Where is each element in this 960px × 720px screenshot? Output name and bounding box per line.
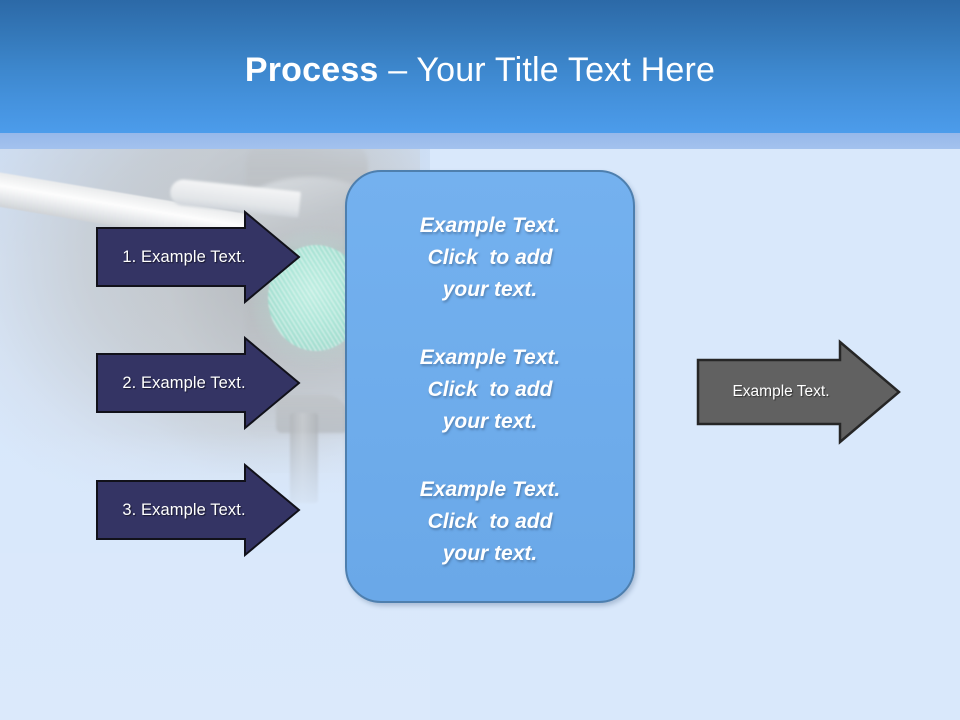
center-text-block-3: Example Text. Click to add your text. — [419, 478, 561, 565]
page-title: Process – Your Title Text Here — [0, 50, 960, 90]
step-arrow-3-shape — [96, 462, 301, 558]
step-arrow-2[interactable]: 2. Example Text. — [96, 335, 301, 431]
center-text-block-2: Example Text. Click to add your text. — [419, 346, 561, 433]
title-bar — [0, 0, 960, 133]
result-arrow-shape — [696, 339, 901, 445]
step-arrow-1-shape — [96, 209, 301, 305]
step-arrow-1[interactable]: 1. Example Text. — [96, 209, 301, 305]
page-title-bold: Process — [244, 51, 379, 89]
step-arrow-2-shape — [96, 335, 301, 431]
result-arrow[interactable]: Example Text. — [696, 339, 901, 445]
title-bar-accent-strip — [0, 133, 960, 149]
center-content-box[interactable]: Example Text. Click to add your text. Ex… — [345, 170, 635, 603]
page-title-rest: – Your Title Text Here — [378, 51, 716, 89]
step-arrow-3[interactable]: 3. Example Text. — [96, 462, 301, 558]
center-text-block-1: Example Text. Click to add your text. — [419, 214, 561, 301]
